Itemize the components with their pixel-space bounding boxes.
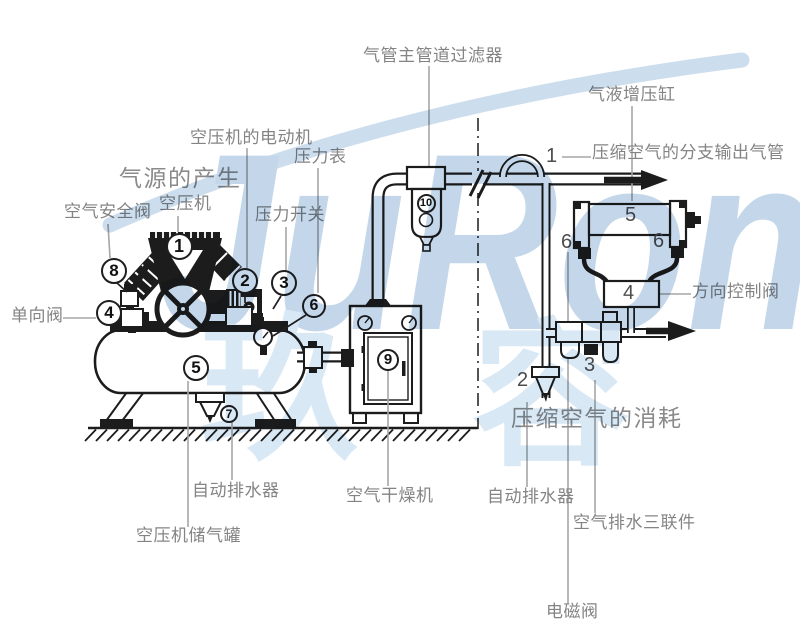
part-number-8-circled: 8 xyxy=(101,258,127,284)
part-number-6-left: 6 xyxy=(561,231,573,253)
tank-outlet-valve-art xyxy=(303,299,392,373)
directional-valve-art xyxy=(602,279,661,309)
part-number-4: 4 xyxy=(623,282,635,304)
title-air-generation: 气源的产生 xyxy=(119,165,242,191)
part-number-2-circled: 2 xyxy=(232,268,258,294)
pressure-gauge-art xyxy=(253,327,273,355)
part-number-6-circled: 6 xyxy=(302,294,326,318)
label-frl-unit: 空气排水三联件 xyxy=(573,513,696,532)
label-auto-drain-left: 自动排水器 xyxy=(192,481,280,500)
callout-connectors xyxy=(116,282,307,337)
label-main-pipe-filter: 气管主管道过滤器 xyxy=(363,46,503,65)
auto-drain-right-art xyxy=(531,366,560,402)
part-number-3: 3 xyxy=(584,354,596,376)
safety-valve-art xyxy=(120,260,152,313)
flow-arrow-output xyxy=(646,321,696,341)
part-number-10-circled: 10 xyxy=(416,193,436,213)
part-number-4-circled: 4 xyxy=(96,300,122,326)
label-directional-control-valve: 方向控制阀 xyxy=(692,282,780,301)
label-branch-output-pipe: 压缩空气的分支输出气管 xyxy=(592,143,785,162)
frl-unit-art xyxy=(555,311,622,363)
part-number-1: 1 xyxy=(546,145,558,167)
title-air-consumption: 压缩空气的消耗 xyxy=(511,405,683,431)
part-number-2: 2 xyxy=(517,369,529,391)
part-number-6-right: 6 xyxy=(653,230,665,252)
label-air-safety-valve: 空气安全阀 xyxy=(64,202,152,221)
label-gas-liquid-booster: 气液增压缸 xyxy=(588,85,676,104)
part-number-1-circled: 1 xyxy=(165,232,193,260)
part-number-5: 5 xyxy=(625,204,637,226)
solenoid-valve-art xyxy=(584,344,598,355)
label-compressor-motor: 空压机的电动机 xyxy=(190,128,313,147)
compressor-art xyxy=(110,232,307,355)
label-air-dryer: 空气干燥机 xyxy=(346,486,434,505)
auto-drain-left-art xyxy=(195,392,225,423)
label-solenoid-valve: 电磁阀 xyxy=(546,602,599,621)
label-compressor: 空压机 xyxy=(159,194,212,213)
label-auto-drain-right: 自动排水器 xyxy=(487,487,575,506)
part-number-5-circled: 5 xyxy=(183,355,209,381)
label-pressure-gauge: 压力表 xyxy=(294,147,347,166)
pressure-switch-art xyxy=(225,306,264,332)
label-compressor-tank: 空压机储气罐 xyxy=(136,526,241,545)
label-check-valve: 单向阀 xyxy=(11,306,64,325)
part-number-7-circled: 7 xyxy=(220,405,238,423)
part-number-3-circled: 3 xyxy=(271,270,297,296)
label-pressure-switch: 压力开关 xyxy=(255,205,325,224)
part-number-9-circled: 9 xyxy=(377,349,399,371)
